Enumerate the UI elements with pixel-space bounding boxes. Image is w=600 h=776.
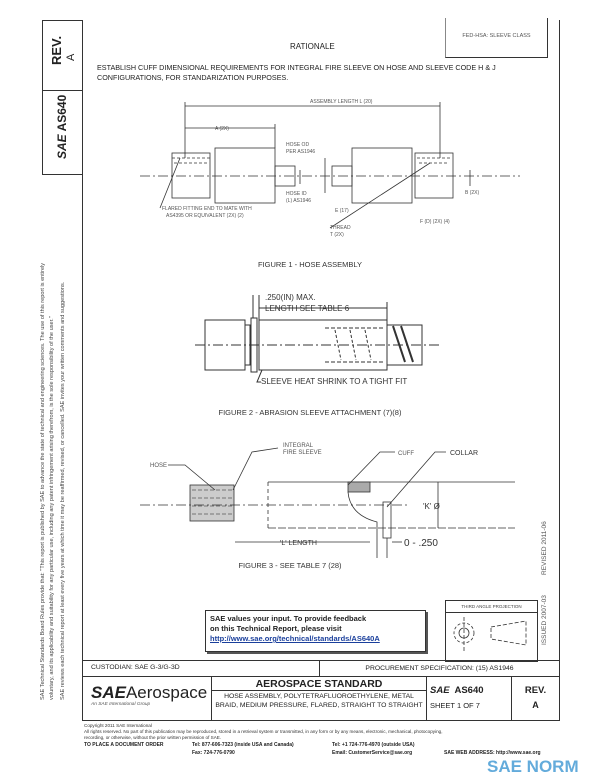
fig1-per2: (L) AS1946: [286, 198, 311, 204]
fig1-a-label: A (2X): [215, 126, 229, 132]
feedback-box: SAE values your input. To provide feedba…: [205, 610, 426, 652]
fig3-cuff-label: CUFF: [398, 451, 414, 457]
projection-title: THIRD ANGLE PROJECTION: [446, 601, 537, 613]
rev-value: A: [65, 53, 77, 61]
procurement-cell: PROCUREMENT SPECIFICATION: (15) AS1946: [319, 660, 560, 677]
rev-cell-value: A: [532, 700, 539, 710]
sheet-number: SHEET 1 OF 7: [430, 701, 480, 710]
fig1-e-label: E (17): [335, 208, 349, 214]
fig3-range-label: 0 - .250: [404, 538, 438, 549]
sae-small-logo: SAE: [430, 685, 450, 696]
disclaimer-line-2: voluntary, and its applicability and sui…: [49, 316, 55, 700]
logo-subtitle: An SAE International Group: [91, 702, 151, 707]
figure-2-drawing: .250(IN) MAX. LENGTH SEE TABLE 6 SLEEVE …: [195, 293, 440, 386]
rev-box: REV. A: [42, 20, 83, 91]
third-angle-projection-box: THIRD ANGLE PROJECTION: [445, 600, 538, 662]
figure-2-caption: FIGURE 2 - ABRASION SLEEVE ATTACHMENT (7…: [218, 408, 402, 417]
sae-aerospace-logo: SAEAerospace: [91, 683, 208, 702]
fig3-collar-label: COLLAR: [450, 450, 478, 457]
footer-email: Email: CustomerService@sae.org: [332, 750, 413, 756]
fig1-flared: FLARED FITTING END TO MATE WITH: [162, 206, 252, 212]
fig1-hose-od: HOSE OD: [286, 142, 309, 148]
fig1-thread2: T (2X): [330, 232, 344, 238]
footer-tel-1: Tel: 877-606-7323 (inside USA and Canada…: [192, 742, 294, 748]
custodian-cell: CUSTODIAN: SAE G-3/G-3D: [82, 660, 320, 677]
fig2-length-label: LENGTH SEE TABLE 6: [265, 304, 350, 313]
fig1-thread: THREAD: [330, 225, 351, 231]
rev-cell-label: REV.: [524, 685, 547, 696]
sae-norm-watermark: SAE NORM: [487, 757, 579, 776]
footer-copyright: Copyright 2011 SAE International: [84, 723, 152, 728]
top-right-box: FED-HSA: SLEEVE CLASS: [445, 18, 548, 58]
footer-rights-2: recording, or otherwise, without the pri…: [84, 735, 222, 740]
footer-order: TO PLACE A DOCUMENT ORDER: [84, 742, 164, 748]
feedback-link[interactable]: http://www.sae.org/technical/standards/A…: [210, 634, 380, 643]
fig3-fire-sleeve-label: FIRE SLEEVE: [283, 450, 322, 456]
fig2-sleeve-label: SLEEVE HEAT SHRINK TO A TIGHT FIT: [261, 377, 407, 386]
projection-symbol-icon: [453, 617, 527, 651]
doc-number-box: SAE AS640: [42, 90, 83, 175]
fig3-hose-label: HOSE: [150, 463, 167, 469]
main-frame: [82, 20, 560, 660]
rationale-title: RATIONALE: [290, 42, 335, 51]
figure-1-drawing: ASSEMBLY LENGTH L (20) A (2X) HOSE OD PE…: [140, 99, 520, 238]
doc-number: AS640: [55, 94, 69, 132]
revised-date: REVISED 2011-06: [541, 521, 548, 575]
rev-label: REV.: [49, 35, 64, 65]
rationale-text: ESTABLISH CUFF DIMENSIONAL REQUIREMENTS …: [97, 63, 496, 82]
disclaimer-line-1: SAE Technical Standards Board Rules prov…: [40, 262, 46, 700]
footer-fax: Fax: 724-776-0790: [192, 750, 235, 756]
doc-number-title: AS640: [454, 685, 484, 696]
fig3-integral-label: INTEGRAL: [283, 443, 314, 449]
fig2-max-label: .250(IN) MAX.: [265, 293, 316, 302]
figure-3-caption: FIGURE 3 - SEE TABLE 7 (28): [238, 561, 342, 570]
fig1-per: PER AS1946: [286, 149, 315, 155]
sae-aerospace-logo-cell: SAEAerospace An SAE International Group: [82, 676, 212, 721]
title-cell: AEROSPACE STANDARD HOSE ASSEMBLY, POLYTE…: [211, 676, 427, 721]
footer-web-address[interactable]: SAE WEB ADDRESS: http://www.sae.org: [444, 750, 541, 756]
fig3-k-label: 'K' Ø: [423, 502, 440, 511]
rev-cell: REV. A: [511, 676, 560, 721]
disclaimer-line-3: SAE reviews each technical report at lea…: [60, 281, 66, 700]
procurement-text: PROCUREMENT SPECIFICATION: (15) AS1946: [365, 665, 514, 672]
fig1-assembly-length: ASSEMBLY LENGTH L (20): [310, 99, 373, 105]
footer-tel-2: Tel: +1 724-776-4970 (outside USA): [332, 742, 415, 748]
fig3-l-length-label: 'L' LENGTH: [280, 540, 317, 547]
feedback-line-1: SAE values your input. To provide feedba…: [210, 614, 367, 623]
aerospace-standard-heading: AEROSPACE STANDARD: [212, 677, 426, 691]
footer: Copyright 2011 SAE International All rig…: [84, 723, 564, 741]
fig1-f-label: F (D) (2X) (4): [420, 219, 450, 225]
fig1-hose-id: HOSE ID: [286, 191, 307, 197]
doc-number-vertical: SAE AS640: [55, 95, 69, 159]
feedback-line-2: on this Technical Report, please visit: [210, 624, 342, 633]
sae-logo: SAE: [55, 134, 69, 159]
fig1-flared2: AS4395 OR EQUIVALENT (2X) (2): [166, 213, 244, 219]
figure-3-drawing: HOSE INTEGRAL FIRE SLEEVE CUFF COLLAR 'K…: [140, 443, 515, 558]
issued-date: ISSUED 2007-03: [541, 595, 548, 645]
footer-rights: All rights reserved. No part of this pub…: [84, 729, 443, 734]
top-right-box-text: FED-HSA: SLEEVE CLASS: [462, 33, 531, 39]
doc-number-cell: SAE AS640 SHEET 1 OF 7: [426, 676, 512, 721]
fig1-b-label: B (2X): [465, 190, 480, 196]
custodian-text: CUSTODIAN: SAE G-3/G-3D: [91, 664, 180, 671]
figure-1-caption: FIGURE 1 - HOSE ASSEMBLY: [257, 260, 363, 269]
document-title: HOSE ASSEMBLY, POLYTETRAFLUOROETHYLENE, …: [215, 693, 423, 709]
